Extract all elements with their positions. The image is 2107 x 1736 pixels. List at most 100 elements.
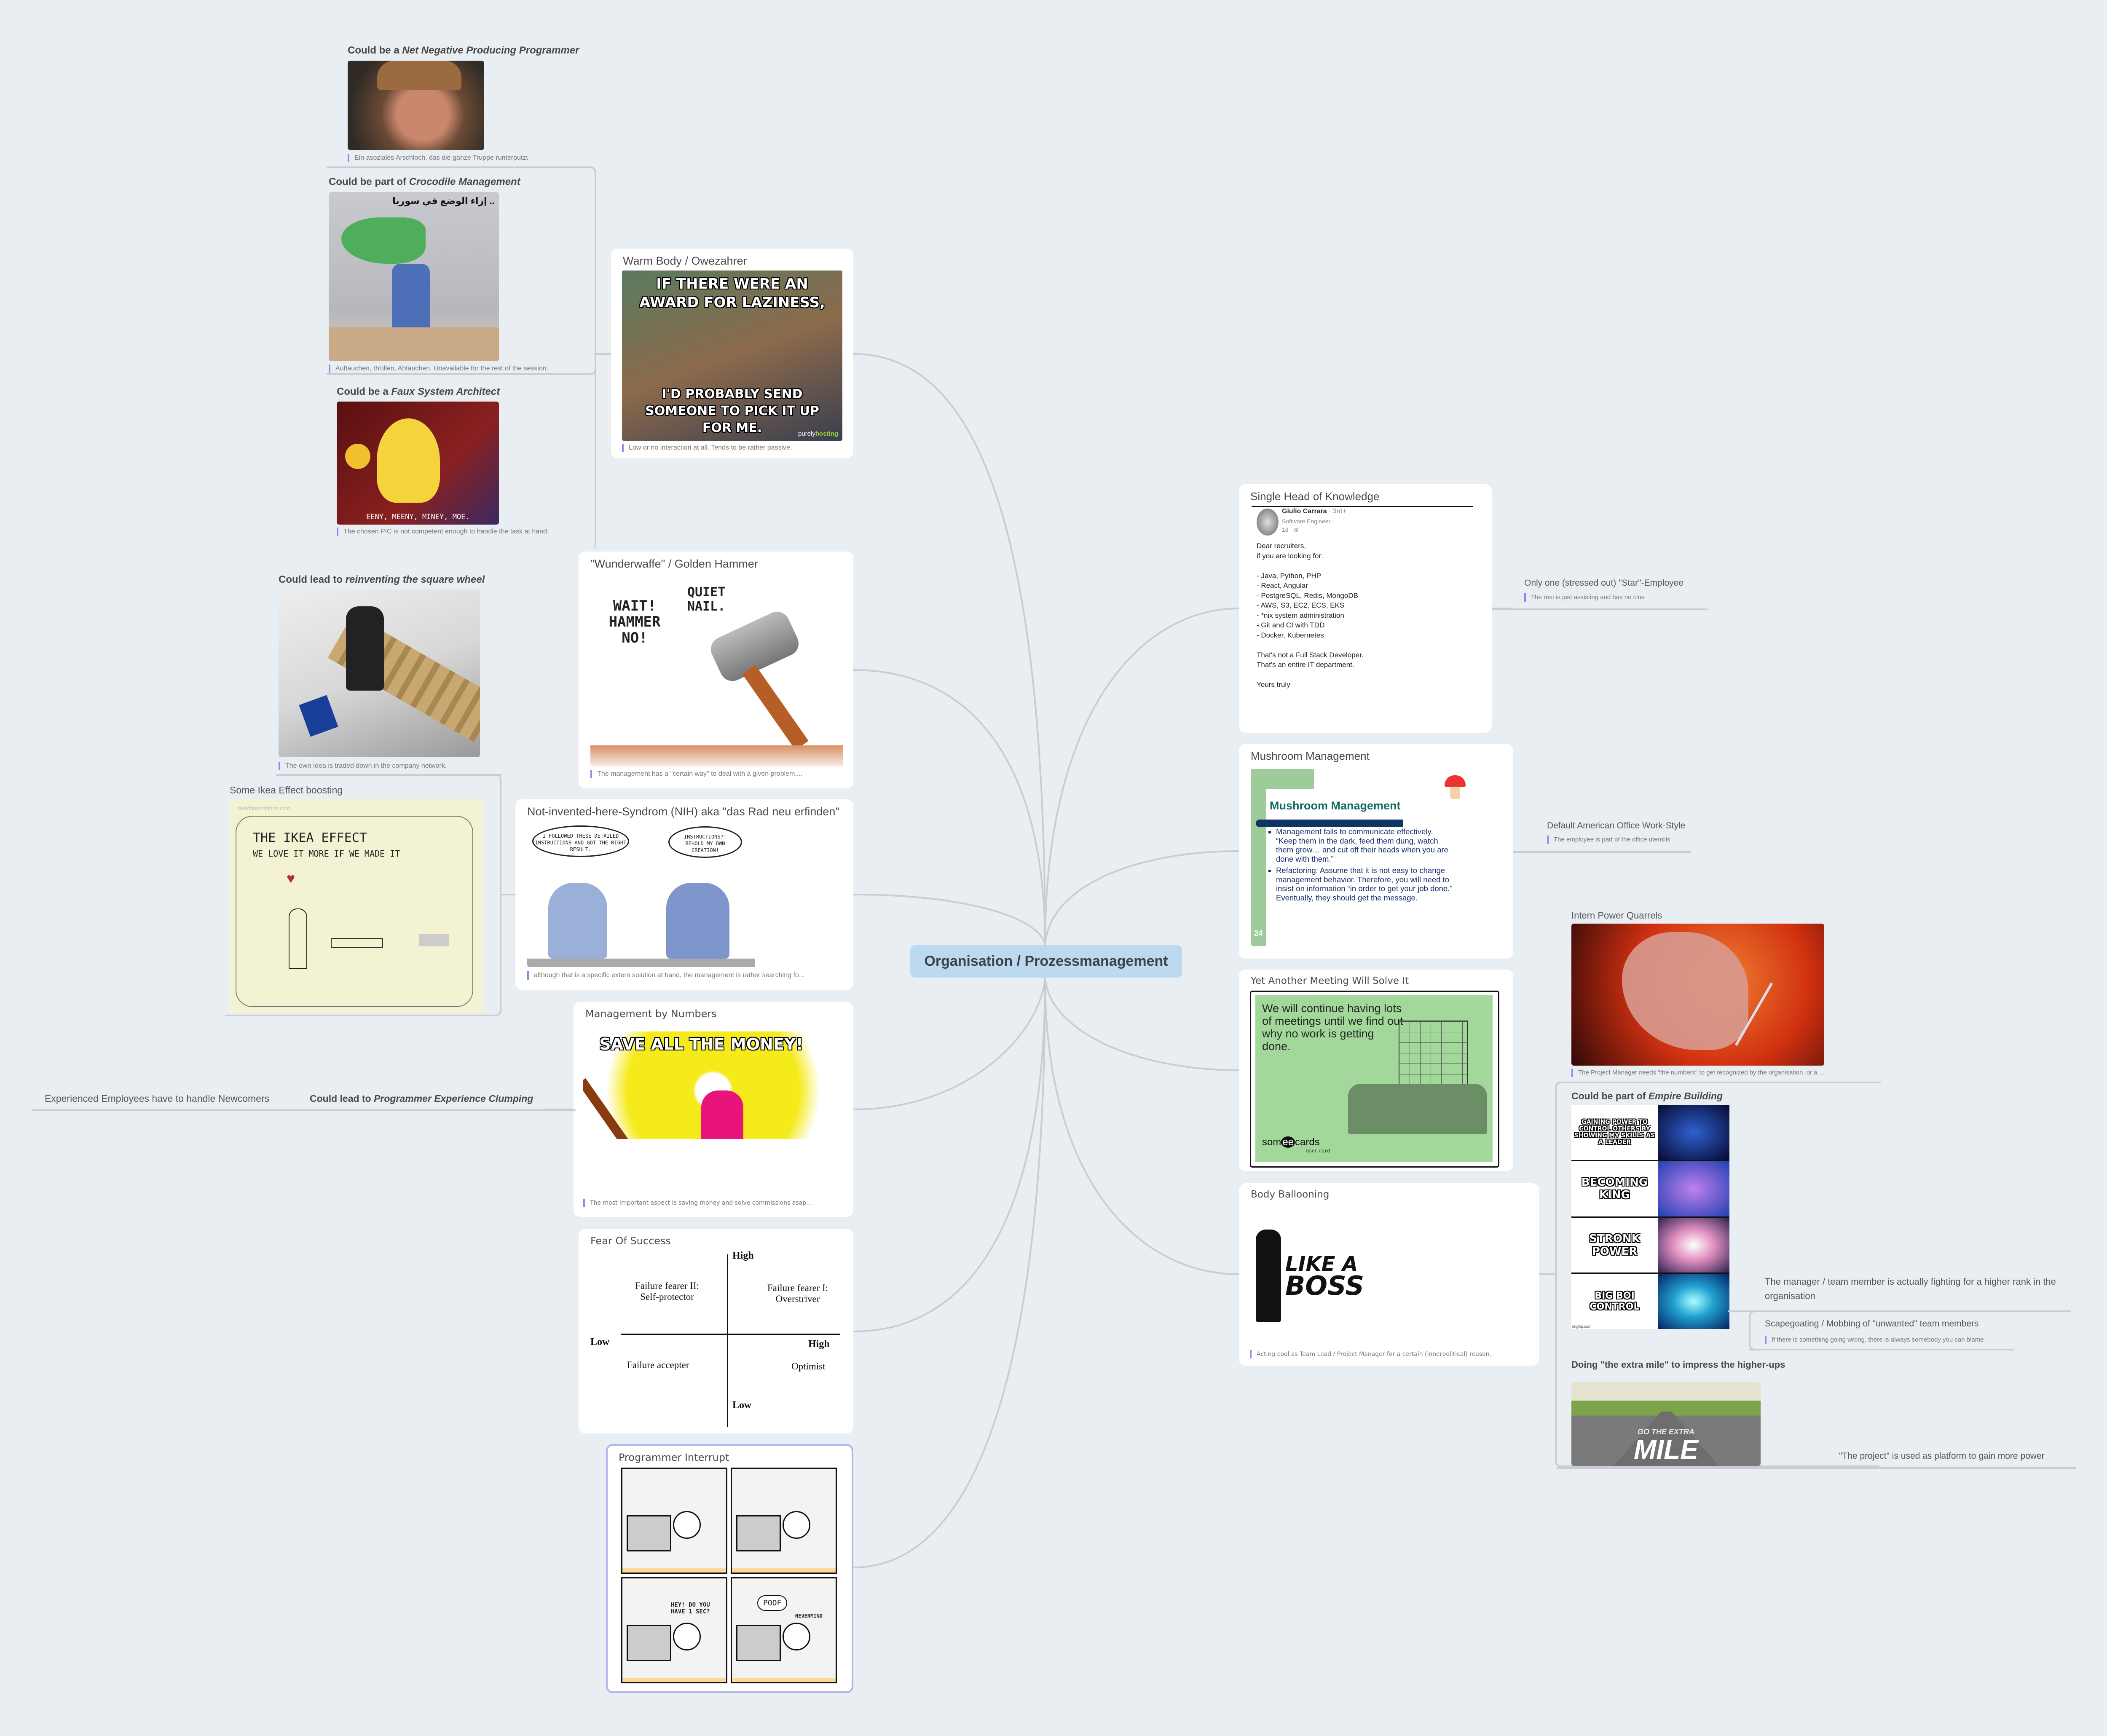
brain-image xyxy=(1658,1274,1729,1329)
quadrant-line: Overstriver xyxy=(775,1294,820,1304)
card-fear-of-success[interactable]: Fear Of Success High Low Low High Failur… xyxy=(579,1229,853,1433)
post-line: - PostgreSQL, Redis, MongoDB xyxy=(1257,591,1358,600)
node-caption: Auftauchen, Brüllen, Abtauchen. Unavaila… xyxy=(329,364,597,373)
logo-line: BOSS xyxy=(1285,1270,1364,1301)
bracket-ikea xyxy=(225,774,501,1016)
fighter-figure xyxy=(1622,932,1748,1050)
homer-shape xyxy=(377,418,440,503)
panel-text: STRONK POWER xyxy=(1589,1232,1640,1258)
desk xyxy=(732,1678,836,1682)
node-star-employee[interactable]: Only one (stressed out) "Star"-Employee xyxy=(1524,578,1683,588)
logo-sub: user card xyxy=(1306,1148,1330,1154)
head xyxy=(783,1511,810,1539)
node-prefix: Could be part of xyxy=(1571,1090,1649,1101)
slide-bullets: Management fails to communicate effectiv… xyxy=(1268,827,1453,902)
node-emphasis: reinventing the square wheel xyxy=(345,574,485,585)
slide-corner-cut xyxy=(1266,789,1316,806)
ground xyxy=(590,745,843,766)
node-crocodile-management[interactable]: Could be part of Crocodile Management xyxy=(329,176,520,188)
brain-panel: GAINING POWER TO CONTROL OTHERS BY SHOWI… xyxy=(1571,1105,1729,1160)
title-rule xyxy=(1252,506,1473,507)
node-programmer-experience-clumping[interactable]: Could lead to Programmer Experience Clum… xyxy=(310,1093,533,1104)
node-experienced-employees[interactable]: Experienced Employees have to handle New… xyxy=(45,1093,270,1104)
link-interrupt xyxy=(853,977,1046,1568)
node-intern-power-quarrels[interactable]: Intern Power Quarrels xyxy=(1571,910,1662,921)
card-mushroom-management[interactable]: Mushroom Management Mushroom Management … xyxy=(1239,744,1513,959)
panel-text-box: GAINING POWER TO CONTROL OTHERS BY SHOWI… xyxy=(1571,1105,1658,1160)
monitor xyxy=(627,1625,671,1661)
sketch-headline: THE IKEA EFFECT xyxy=(253,830,367,845)
comic-nevermind: NEVERMIND xyxy=(795,1613,823,1619)
profile-avatar xyxy=(1257,509,1279,536)
node-platform-power[interactable]: "The project" is used as platform to gai… xyxy=(1839,1451,2045,1461)
node-caption: Ein asoziales Arschloch, das die ganze T… xyxy=(348,154,574,162)
node-extra-mile[interactable]: Doing "the extra mile" to impress the hi… xyxy=(1571,1359,1785,1370)
table xyxy=(527,959,755,967)
head xyxy=(673,1623,701,1650)
monitor xyxy=(736,1625,781,1661)
node-caption: The employee is part of the office utens… xyxy=(1547,836,1670,844)
crocodile-head xyxy=(341,217,426,264)
profile-role: Software Engineer xyxy=(1282,518,1331,525)
post-line: - React, Angular xyxy=(1257,581,1308,589)
bubble-hammer: QUIET NAIL. xyxy=(687,585,726,614)
node-ikea-effect[interactable]: Some Ikea Effect boosting xyxy=(230,785,343,796)
quadrant-line: Failure fearer I: xyxy=(767,1283,828,1293)
post-line: - *nix system administration xyxy=(1257,611,1344,619)
sketch-frame xyxy=(236,816,473,1007)
mushroom-icon xyxy=(1445,775,1466,787)
card-management-by-numbers[interactable]: Management by Numbers SAVE ALL THE MONEY… xyxy=(574,1002,853,1217)
desk xyxy=(622,1568,726,1573)
node-caption: The Project Manager needs "the numbers" … xyxy=(1571,1069,1882,1077)
quadrant-overstriver: Failure fearer I:Overstriver xyxy=(747,1283,848,1305)
divider xyxy=(1749,1349,2014,1350)
node-american-office[interactable]: Default American Office Work-Style xyxy=(1547,821,1686,830)
link-mushroom xyxy=(1044,850,1239,946)
meme-watermark: imgflip.com xyxy=(1572,1324,1592,1329)
node-caption: If there is something going wrong, there… xyxy=(1765,1336,1984,1344)
bracket-crocodile xyxy=(327,166,596,375)
node-emphasis: Crocodile Management xyxy=(409,176,520,188)
slide-corner xyxy=(1251,769,1314,789)
axis-vertical xyxy=(727,1254,728,1427)
monitor xyxy=(627,1515,671,1551)
comic-panel-2 xyxy=(731,1468,837,1574)
broom xyxy=(583,1078,632,1139)
card-title: Not-invented-here-Syndrom (NIH) aka "das… xyxy=(527,805,840,818)
post-body: Dear recruiters,if you are looking for:-… xyxy=(1257,541,1364,690)
node-square-wheel[interactable]: Could lead to reinventing the square whe… xyxy=(279,574,485,586)
panel-text: BECOMING KING xyxy=(1581,1176,1648,1202)
empty-box xyxy=(419,934,449,946)
head xyxy=(783,1623,810,1650)
stick-figure xyxy=(289,908,307,969)
image-subtitle: EENY, MEENY, MINEY, MOE. xyxy=(366,513,470,521)
card-golden-hammer[interactable]: "Wunderwaffe" / Golden Hammer WAIT! HAMM… xyxy=(579,552,853,788)
expanding-brain-meme: GAINING POWER TO CONTROL OTHERS BY SHOWI… xyxy=(1571,1105,1729,1329)
post-line xyxy=(1257,561,1364,571)
central-topic[interactable]: Organisation / Prozessmanagement xyxy=(910,945,1182,978)
node-empire-building[interactable]: Could be part of Empire Building xyxy=(1571,1090,1723,1102)
card-yet-another-meeting[interactable]: Yet Another Meeting Will Solve It We wil… xyxy=(1239,970,1513,1171)
card-title: Management by Numbers xyxy=(585,1008,717,1020)
node-emphasis: Net Negative Producing Programmer xyxy=(402,45,579,56)
node-faux-system-architect[interactable]: Could be a Faux System Architect xyxy=(337,386,500,398)
link-nih xyxy=(853,894,1046,946)
person-left xyxy=(548,883,607,959)
axis-label-high-right: High xyxy=(808,1339,830,1350)
panel-text-box: BECOMING KING xyxy=(1571,1161,1658,1216)
card-programmer-interrupt[interactable]: Programmer Interrupt HEY! DO YOU HAVE 1 … xyxy=(606,1444,853,1693)
node-net-negative-programmer[interactable]: Could be a Net Negative Producing Progra… xyxy=(348,45,579,56)
card-nih[interactable]: Not-invented-here-Syndrom (NIH) aka "das… xyxy=(515,799,853,990)
node-higher-rank[interactable]: The manager / team member is actually fi… xyxy=(1765,1276,2056,1301)
card-quote: We will continue having lots of meetings… xyxy=(1262,1002,1403,1053)
crowd-pile xyxy=(329,327,499,361)
logo-part: som xyxy=(1262,1136,1281,1148)
card-warm-body[interactable]: Warm Body / Owezahrer IF THERE WERE AN A… xyxy=(611,249,853,458)
node-scapegoating[interactable]: Scapegoating / Mobbing of "unwanted" tea… xyxy=(1765,1319,1979,1329)
card-caption: although that is a specific extern solut… xyxy=(527,971,848,980)
mushroom-slide: Mushroom Management Management fails to … xyxy=(1251,769,1504,946)
card-single-head-of-knowledge[interactable]: Single Head of Knowledge Giulio Carrara … xyxy=(1239,484,1492,733)
